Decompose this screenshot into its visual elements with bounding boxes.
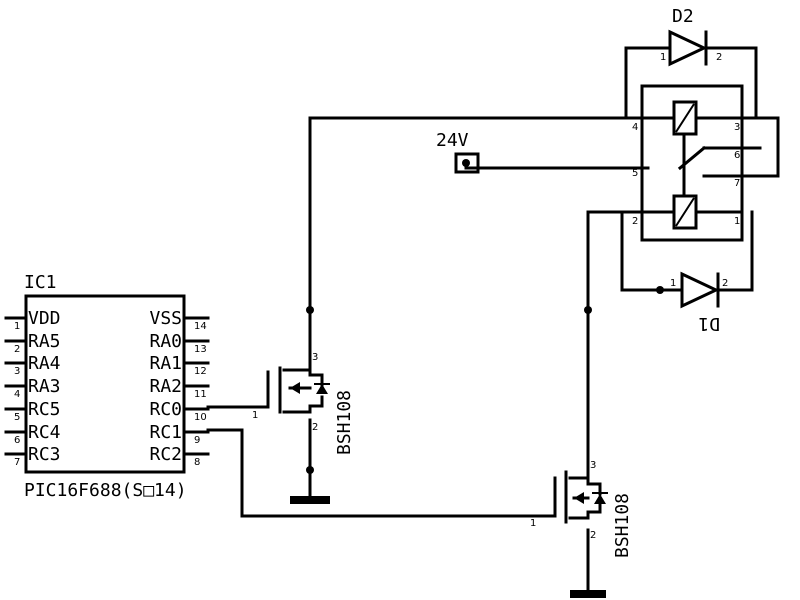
supply-terminal — [454, 152, 480, 174]
ic1-pin-number: 14 — [194, 321, 207, 332]
relay-pin-4: 4 — [632, 122, 638, 133]
q2-source-pin: 2 — [590, 530, 596, 541]
relay-body — [640, 84, 744, 242]
q2-drain-pin: 3 — [590, 460, 596, 471]
ic1-pin-name: RC4 — [28, 422, 61, 443]
q2-part-label: BSH108 — [612, 493, 633, 558]
d1-ref-label: D1 — [698, 313, 720, 334]
ic1: IC1 PIC16F688(S□14) 1 VDD 2 RA5 3 RA4 4 RA3 5 RC5… — [4, 272, 210, 501]
relay-pin-2: 2 — [632, 216, 638, 227]
ic1-pin-number: 11 — [194, 389, 207, 400]
mosfet-q1: 3 2 1 BSH108 — [252, 352, 355, 455]
d1-cathode-pin: 2 — [722, 278, 728, 289]
wire-24v-relay — [464, 161, 650, 170]
ic1-pin-number: 4 — [14, 389, 20, 400]
relay: 4 5 2 3 6 7 1 — [632, 84, 780, 242]
q1-source-pin: 2 — [312, 422, 318, 433]
d2-cathode-pin: 2 — [716, 52, 722, 63]
ic1-pin-name: RC1 — [149, 422, 182, 443]
relay-pin-3: 3 — [734, 122, 740, 133]
junction-dot — [306, 306, 314, 314]
mosfet-q2: 3 2 1 BSH108 — [530, 460, 633, 558]
wire-d2-left — [624, 46, 672, 120]
ic1-pin-number: 10 — [194, 412, 207, 423]
d2-anode-pin: 1 — [660, 52, 666, 63]
ic1-pin-number: 8 — [194, 457, 200, 468]
supply-24v: 24V — [436, 130, 480, 174]
relay-pin-5: 5 — [632, 168, 638, 179]
ic1-pin-name: RA4 — [28, 353, 61, 374]
diode-d1: 1 2 D1 — [670, 271, 728, 334]
ic1-part-label: PIC16F688(S□14) — [24, 480, 187, 501]
relay-pin-7: 7 — [734, 178, 740, 189]
ic1-pin-name: RC0 — [149, 399, 182, 420]
ic1-pin-number: 7 — [14, 457, 20, 468]
wire-d2-right — [706, 46, 758, 120]
relay-pin-6: 6 — [734, 150, 740, 161]
ic1-pin-number: 13 — [194, 344, 207, 355]
wire-d1-right — [716, 210, 754, 292]
ic1-pin-number: 1 — [14, 321, 20, 332]
wire-q2-drain-relay — [586, 210, 650, 480]
diode-d2: D2 1 2 — [660, 6, 722, 67]
junction-dot — [584, 306, 592, 314]
junction-dot — [656, 286, 664, 294]
ground-symbol — [570, 590, 606, 598]
ground-symbol — [290, 496, 330, 504]
ic1-pin-name: RA3 — [28, 376, 61, 397]
supply-label: 24V — [436, 130, 469, 151]
ic1-pin-number: 6 — [14, 435, 20, 446]
ic1-pin-name: RA5 — [28, 331, 61, 352]
wire-rc1-q2-gate — [206, 428, 557, 518]
q1-gate-pin: 1 — [252, 410, 258, 421]
q1-part-label: BSH108 — [334, 390, 355, 455]
ic1-pin-name: RC2 — [149, 444, 182, 465]
q2-gate-pin: 1 — [530, 518, 536, 529]
wire-q1-drain-relay — [308, 116, 650, 372]
d2-triangle — [668, 29, 708, 67]
ic1-body — [24, 294, 186, 474]
relay-pin-1: 1 — [734, 216, 740, 227]
ic1-pin-name: RA2 — [149, 376, 182, 397]
d1-anode-pin: 1 — [670, 278, 676, 289]
ic1-pin-number: 12 — [194, 366, 207, 377]
ic1-pin-number: 9 — [194, 435, 200, 446]
ic1-pin-name: VSS — [149, 308, 182, 329]
ic1-pin-name: RC5 — [28, 399, 61, 420]
ic1-pin-number: 2 — [14, 344, 20, 355]
ic1-ref-label: IC1 — [24, 272, 57, 293]
q1-drain-pin: 3 — [312, 352, 318, 363]
ic1-pin-number: 5 — [14, 412, 20, 423]
ic1-pin-name: VDD — [28, 308, 61, 329]
ic1-pin-name: RA0 — [149, 331, 182, 352]
ic1-pin-name: RA1 — [149, 353, 182, 374]
ic1-left-pins: 1 VDD 2 RA5 3 RA4 4 RA3 5 RC5 6 RC4 7 RC3 — [4, 308, 61, 468]
junction-dot — [306, 466, 314, 474]
junction-dot — [462, 159, 470, 167]
ic1-pin-name: RC3 — [28, 444, 61, 465]
d1-triangle — [680, 271, 720, 309]
ic1-pin-number: 3 — [14, 366, 20, 377]
ic1-right-pins: 14 VSS 13 RA0 12 RA1 11 RA2 10 RC0 9 RC1 8 RC2 — [149, 308, 210, 468]
d2-ref-label: D2 — [672, 6, 694, 27]
